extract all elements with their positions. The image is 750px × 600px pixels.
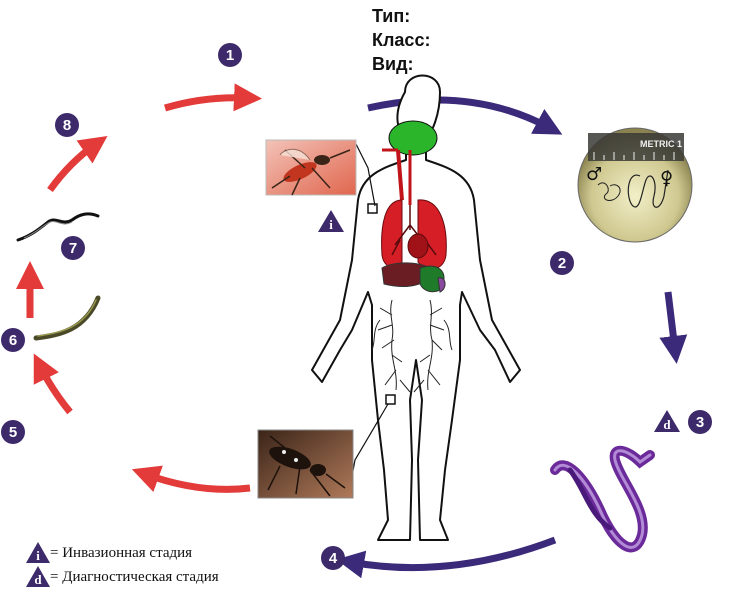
inset-box-upper <box>367 203 378 214</box>
arrow-step-4 <box>336 536 557 579</box>
human-body <box>311 74 521 541</box>
svg-text:i: i <box>329 217 333 232</box>
svg-text:d: d <box>663 417 671 432</box>
step-circle-3 <box>688 410 712 434</box>
pointer-line-upper <box>354 141 376 207</box>
infective-stage-badge: i <box>318 210 344 232</box>
step-circle-6 <box>1 328 25 352</box>
heart <box>407 233 429 259</box>
arrow-step-8 <box>47 136 108 193</box>
species-label: Вид: <box>372 54 414 74</box>
legend-infective-badge: i <box>26 542 50 563</box>
larva-l1 <box>33 295 101 341</box>
mosquito-photo-infective <box>265 139 357 196</box>
step-label-1: 1 <box>226 47 234 64</box>
svg-text:d: d <box>34 572 42 587</box>
step-circle-5 <box>1 420 25 444</box>
infective-triangle-icon <box>318 210 344 232</box>
mosquito-photo-feeding <box>257 429 354 499</box>
inset-box-lower <box>385 394 396 405</box>
spleen <box>437 277 446 293</box>
step-label-2: 2 <box>558 255 566 272</box>
step-label-4: 4 <box>329 550 338 567</box>
legend-diagnostic-triangle-icon <box>26 566 50 587</box>
female-symbol: ♀ <box>660 168 673 189</box>
step-markers: 1 2 3 4 5 6 7 8 <box>1 43 712 570</box>
step-circle-7 <box>61 236 85 260</box>
legend-diagnostic-text: = Диагностическая стадия <box>50 569 219 585</box>
arrow-step-3 <box>659 291 688 364</box>
larva-l3 <box>16 212 100 242</box>
diagnostic-stage-badge: d <box>654 410 680 432</box>
lymphatic-vessels <box>371 299 453 393</box>
microscope-scale-text: METRIC 1 <box>640 139 682 149</box>
legend-infective-triangle-icon <box>26 542 50 563</box>
step-circle-2 <box>550 251 574 275</box>
microscope-view: METRIC 1 ♂ ♀ <box>577 127 693 243</box>
larva-l3-inner <box>23 221 73 239</box>
larva-l1-highlight <box>37 299 97 337</box>
arrow-step-1 <box>163 83 262 112</box>
male-symbol: ♂ <box>586 164 602 185</box>
esophagus <box>396 149 404 201</box>
svg-text:i: i <box>36 548 40 563</box>
step-circle-8 <box>55 113 79 137</box>
microfilaria-blood <box>550 445 655 553</box>
diagnostic-triangle-icon <box>654 410 680 432</box>
type-label: Тип: <box>372 6 411 26</box>
arrow-step-5 <box>131 465 251 493</box>
male-worm <box>597 182 621 201</box>
arrow-step-6 <box>33 353 73 415</box>
arrow-step-2 <box>367 96 563 135</box>
step-circle-4 <box>321 546 345 570</box>
class-label: Класс: <box>372 30 431 50</box>
step-label-8: 8 <box>63 117 71 134</box>
brain <box>388 120 438 156</box>
step-circle-1 <box>218 43 242 67</box>
step-label-6: 6 <box>9 332 17 349</box>
female-worm <box>627 169 669 208</box>
legend-diagnostic-badge: d <box>26 566 50 587</box>
step-label-5: 5 <box>9 424 17 441</box>
step-label-7: 7 <box>69 240 77 257</box>
legend-infective-text: = Инвазионная стадия <box>50 545 193 561</box>
step-label-3: 3 <box>696 414 704 431</box>
